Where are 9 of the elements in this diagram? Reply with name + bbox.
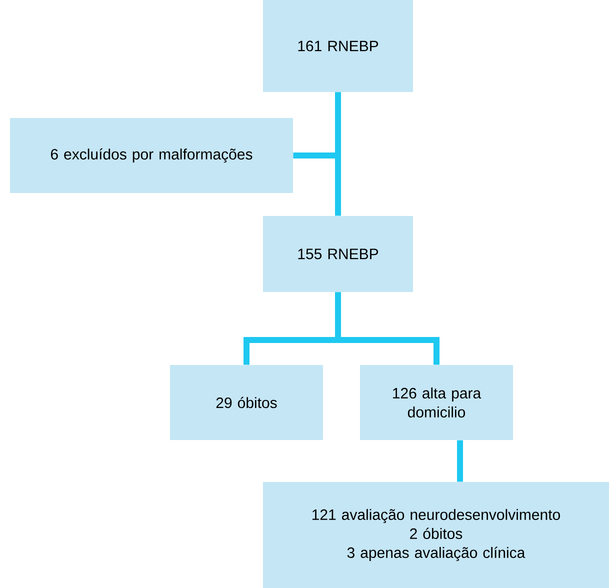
connector-line — [457, 440, 463, 482]
process-box: 121 avaliação neurodesenvolvimento 2 óbitos 3 apenas avaliação clínica — [263, 482, 609, 588]
process-box: 155 RNEBP — [263, 216, 413, 292]
process-box: 126 alta para domicilio — [360, 365, 513, 440]
connector-line — [293, 92, 341, 158]
process-box: 161 RNEBP — [263, 0, 413, 92]
process-box: 29 óbitos — [170, 365, 323, 440]
connector-line — [335, 292, 440, 365]
process-box: 6 excluídos por malformações — [10, 118, 293, 193]
